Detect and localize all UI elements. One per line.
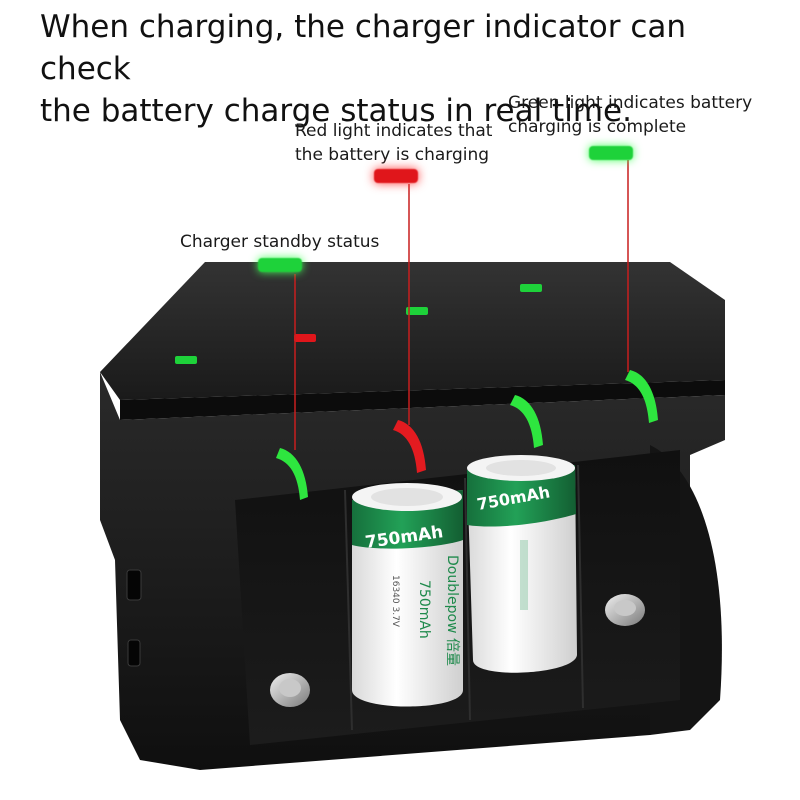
top-led-1: [175, 356, 197, 364]
callout-red-charging: Red light indicates that the battery is …: [295, 119, 492, 167]
top-led-2: [294, 334, 316, 342]
front-indicator-leds: [276, 370, 658, 500]
standby-led-swatch: [258, 258, 302, 272]
contact-right: [605, 594, 645, 626]
callout-red-line-1: Red light indicates that: [295, 121, 493, 141]
headline: When charging, the charger indicator can…: [40, 6, 780, 132]
callout-standby: Charger standby status: [180, 230, 379, 254]
battery-right: 750mAh: [467, 455, 577, 673]
contact-left: [270, 673, 310, 707]
front-led-charging: [393, 420, 426, 473]
battery-left: 750mAh Doublepow 倍量 750mAh 16340 3.7V: [352, 483, 463, 707]
headline-line-2: the battery charge status in real time.: [40, 93, 632, 129]
battery-left-vertical-capacity: 750mAh: [416, 580, 432, 639]
red-led-swatch: [374, 169, 418, 183]
top-led-3: [406, 307, 428, 315]
usb-port: [126, 569, 142, 601]
callout-green-line-1: Green light indicates battery: [508, 93, 753, 113]
callout-green-complete: Green light indicates battery charging i…: [508, 91, 752, 139]
green-led-swatch: [589, 146, 633, 160]
front-led-standby: [276, 448, 308, 500]
front-led-complete-1: [510, 395, 543, 448]
battery-left-brand: Doublepow 倍量: [444, 555, 460, 666]
charger-top-lid: [100, 262, 725, 420]
headline-line-1: When charging, the charger indicator can…: [40, 9, 687, 87]
usb-c-port: [127, 639, 141, 667]
front-led-complete-2: [625, 370, 658, 423]
battery-left-model: 16340 3.7V: [390, 575, 400, 628]
callout-red-line-2: the battery is charging: [295, 145, 490, 165]
callout-standby-line-1: Charger standby status: [180, 232, 380, 252]
top-led-4: [520, 284, 542, 292]
callout-green-line-2: charging is complete: [508, 117, 687, 137]
